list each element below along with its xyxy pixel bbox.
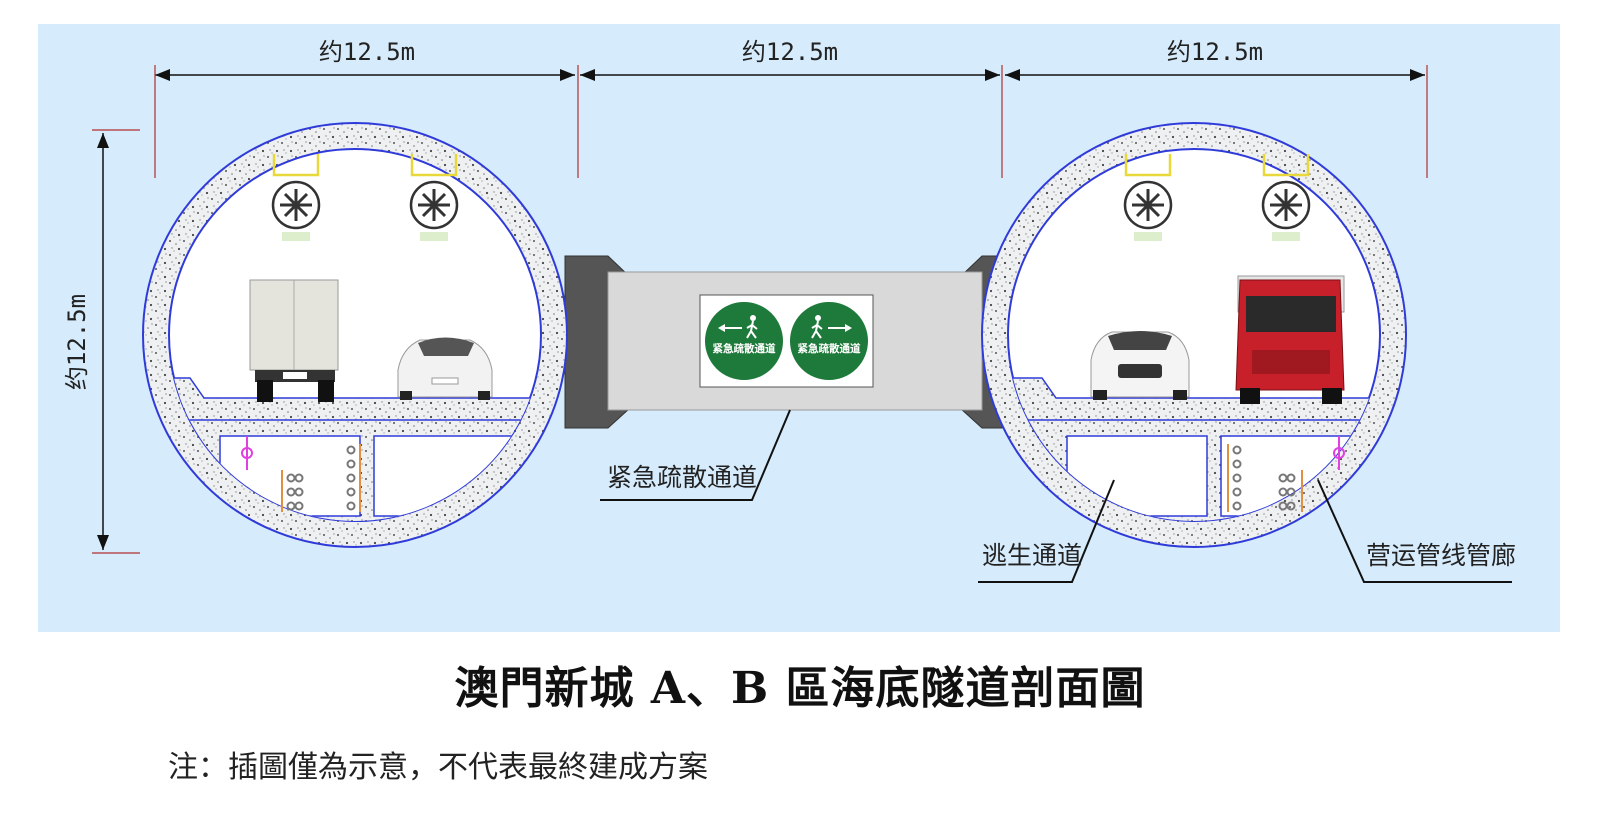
- pipe-rack-icon: [1227, 444, 1303, 512]
- dimension-extension-lines: [92, 65, 1428, 554]
- tunnel-cross-section-diagram: 约12.5m 约12.5m 约12.5m 约12.5m 紧急疏散通道 紧急疏散通…: [38, 24, 1560, 632]
- left-tunnel: [142, 122, 568, 548]
- red-truck-icon: [1235, 275, 1345, 404]
- sports-car-icon: [397, 337, 493, 400]
- jet-fan-icon: [1261, 154, 1311, 241]
- callout-leaders: [600, 409, 1512, 583]
- width-label-middle: 约12.5m: [742, 38, 838, 66]
- width-label-left: 约12.5m: [319, 38, 415, 66]
- callout-evacuation-passage: 紧急疏散通道: [607, 463, 757, 492]
- callout-utility-gallery: 营运管线管廊: [1366, 541, 1516, 570]
- height-label: 约12.5m: [63, 294, 91, 390]
- evacuation-sign: 紧急疏散通道 紧急疏散通道: [699, 294, 874, 388]
- jet-fan-icon: [409, 154, 459, 241]
- exit-left-arrow-icon: [718, 315, 758, 339]
- white-car-icon: [1090, 331, 1190, 400]
- jet-fan-icon: [1123, 154, 1173, 241]
- sign-label-right: 紧急疏散通道: [798, 342, 861, 355]
- width-label-right: 约12.5m: [1167, 38, 1263, 66]
- right-tunnel: [981, 122, 1407, 548]
- valve-icon: [241, 436, 253, 470]
- callout-escape-passage: 逃生通道: [982, 541, 1082, 570]
- pipe-rack-icon: [281, 444, 361, 512]
- jet-fan-icon: [271, 154, 321, 241]
- disclaimer-note: 注：插圖僅為示意，不代表最終建成方案: [168, 750, 708, 785]
- diagram-title: 澳門新城 A、B 區海底隧道剖面圖: [454, 663, 1146, 714]
- sign-label-left: 紧急疏散通道: [713, 342, 776, 355]
- exit-right-arrow-icon: [811, 315, 852, 339]
- box-truck-icon: [249, 279, 339, 402]
- valve-icon: [1333, 436, 1345, 470]
